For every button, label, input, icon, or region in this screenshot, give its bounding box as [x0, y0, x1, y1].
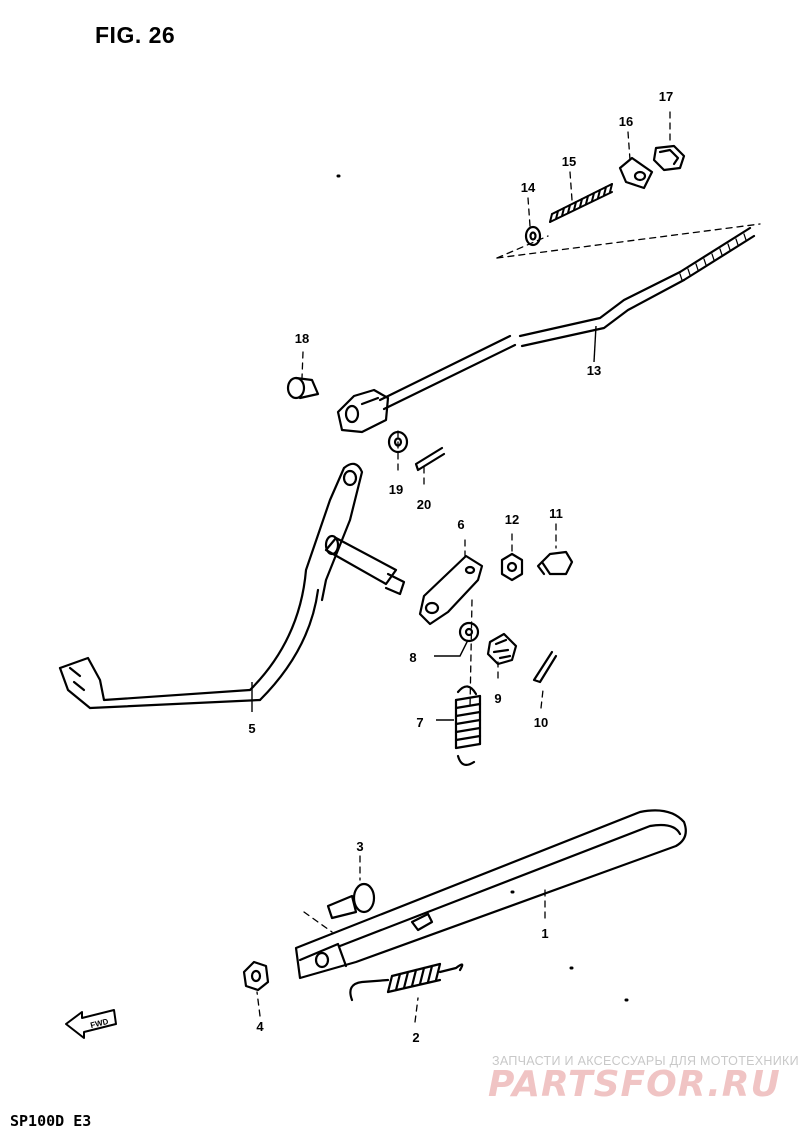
- callout-2-stand-spring: 2: [412, 1030, 419, 1045]
- callout-18-clevis-pin: 18: [295, 331, 309, 346]
- callout-5-rear-brake-pedal: 5: [248, 721, 255, 736]
- callout-1-side-stand: 1: [541, 926, 548, 941]
- flange-bolt-part: [536, 550, 574, 576]
- stand-nut-part: [242, 960, 270, 992]
- adjusting-nut-part: [652, 144, 686, 172]
- fwd-arrow-label: FWD: [89, 1017, 109, 1030]
- watermark-caption: ЗАПЧАСТИ И АКСЕССУАРЫ ДЛЯ МОТОТЕХНИКИ: [492, 1054, 799, 1068]
- stand-spring-part: [349, 962, 464, 1002]
- cotter-pin-20-part: [414, 446, 446, 472]
- brake-rod-part: [336, 226, 756, 434]
- figure-title: FIG. 26: [95, 22, 176, 48]
- callout-19-washer: 19: [389, 482, 403, 497]
- model-code: SP100D E3: [10, 1112, 92, 1130]
- washer-8-part: [458, 621, 480, 643]
- rear-brake-pedal-part: [58, 462, 406, 710]
- callout-11-flange-bolt: 11: [549, 506, 563, 521]
- callout-6-brake-lever-plate: 6: [457, 517, 464, 532]
- return-spring-part: [454, 685, 482, 766]
- callout-8-washer: 8: [409, 650, 416, 665]
- brake-lever-plate-part: [418, 554, 484, 626]
- clevis-pin-part: [286, 376, 320, 400]
- scan-dots: [336, 174, 629, 1002]
- assembly-guide-lines: [256, 111, 761, 1023]
- callout-14-washer: 14: [521, 180, 536, 195]
- callout-15-rod-spring: 15: [562, 154, 576, 169]
- fwd-arrow-icon: [65, 1009, 117, 1039]
- washer-14-part: [524, 225, 542, 247]
- callout-20-cotter-pin: 20: [417, 497, 431, 512]
- castle-nut-part: [486, 632, 518, 666]
- callout-10-cotter-pin: 10: [534, 715, 548, 730]
- cotter-pin-10-part: [532, 650, 558, 684]
- leader-lines: [251, 325, 597, 721]
- callout-12-nut: 12: [505, 512, 519, 527]
- callout-17-adjusting-nut: 17: [659, 89, 673, 104]
- washer-19-part: [387, 430, 409, 454]
- watermark-logo: PARTSFOR.RU: [488, 1064, 781, 1105]
- side-stand-part: [294, 809, 687, 980]
- nut-12-part: [500, 552, 524, 582]
- rod-joint-part: [618, 156, 654, 190]
- callout-7-return-spring: 7: [416, 715, 423, 730]
- rod-spring-part: [549, 183, 613, 223]
- callout-13-brake-rod: 13: [587, 363, 601, 378]
- callout-9-castle-nut: 9: [494, 691, 501, 706]
- stand-bolt-part: [326, 882, 376, 920]
- callout-3-stand-bolt: 3: [356, 839, 363, 854]
- callout-16-rod-joint: 16: [619, 114, 633, 129]
- callout-4-stand-nut: 4: [256, 1019, 264, 1034]
